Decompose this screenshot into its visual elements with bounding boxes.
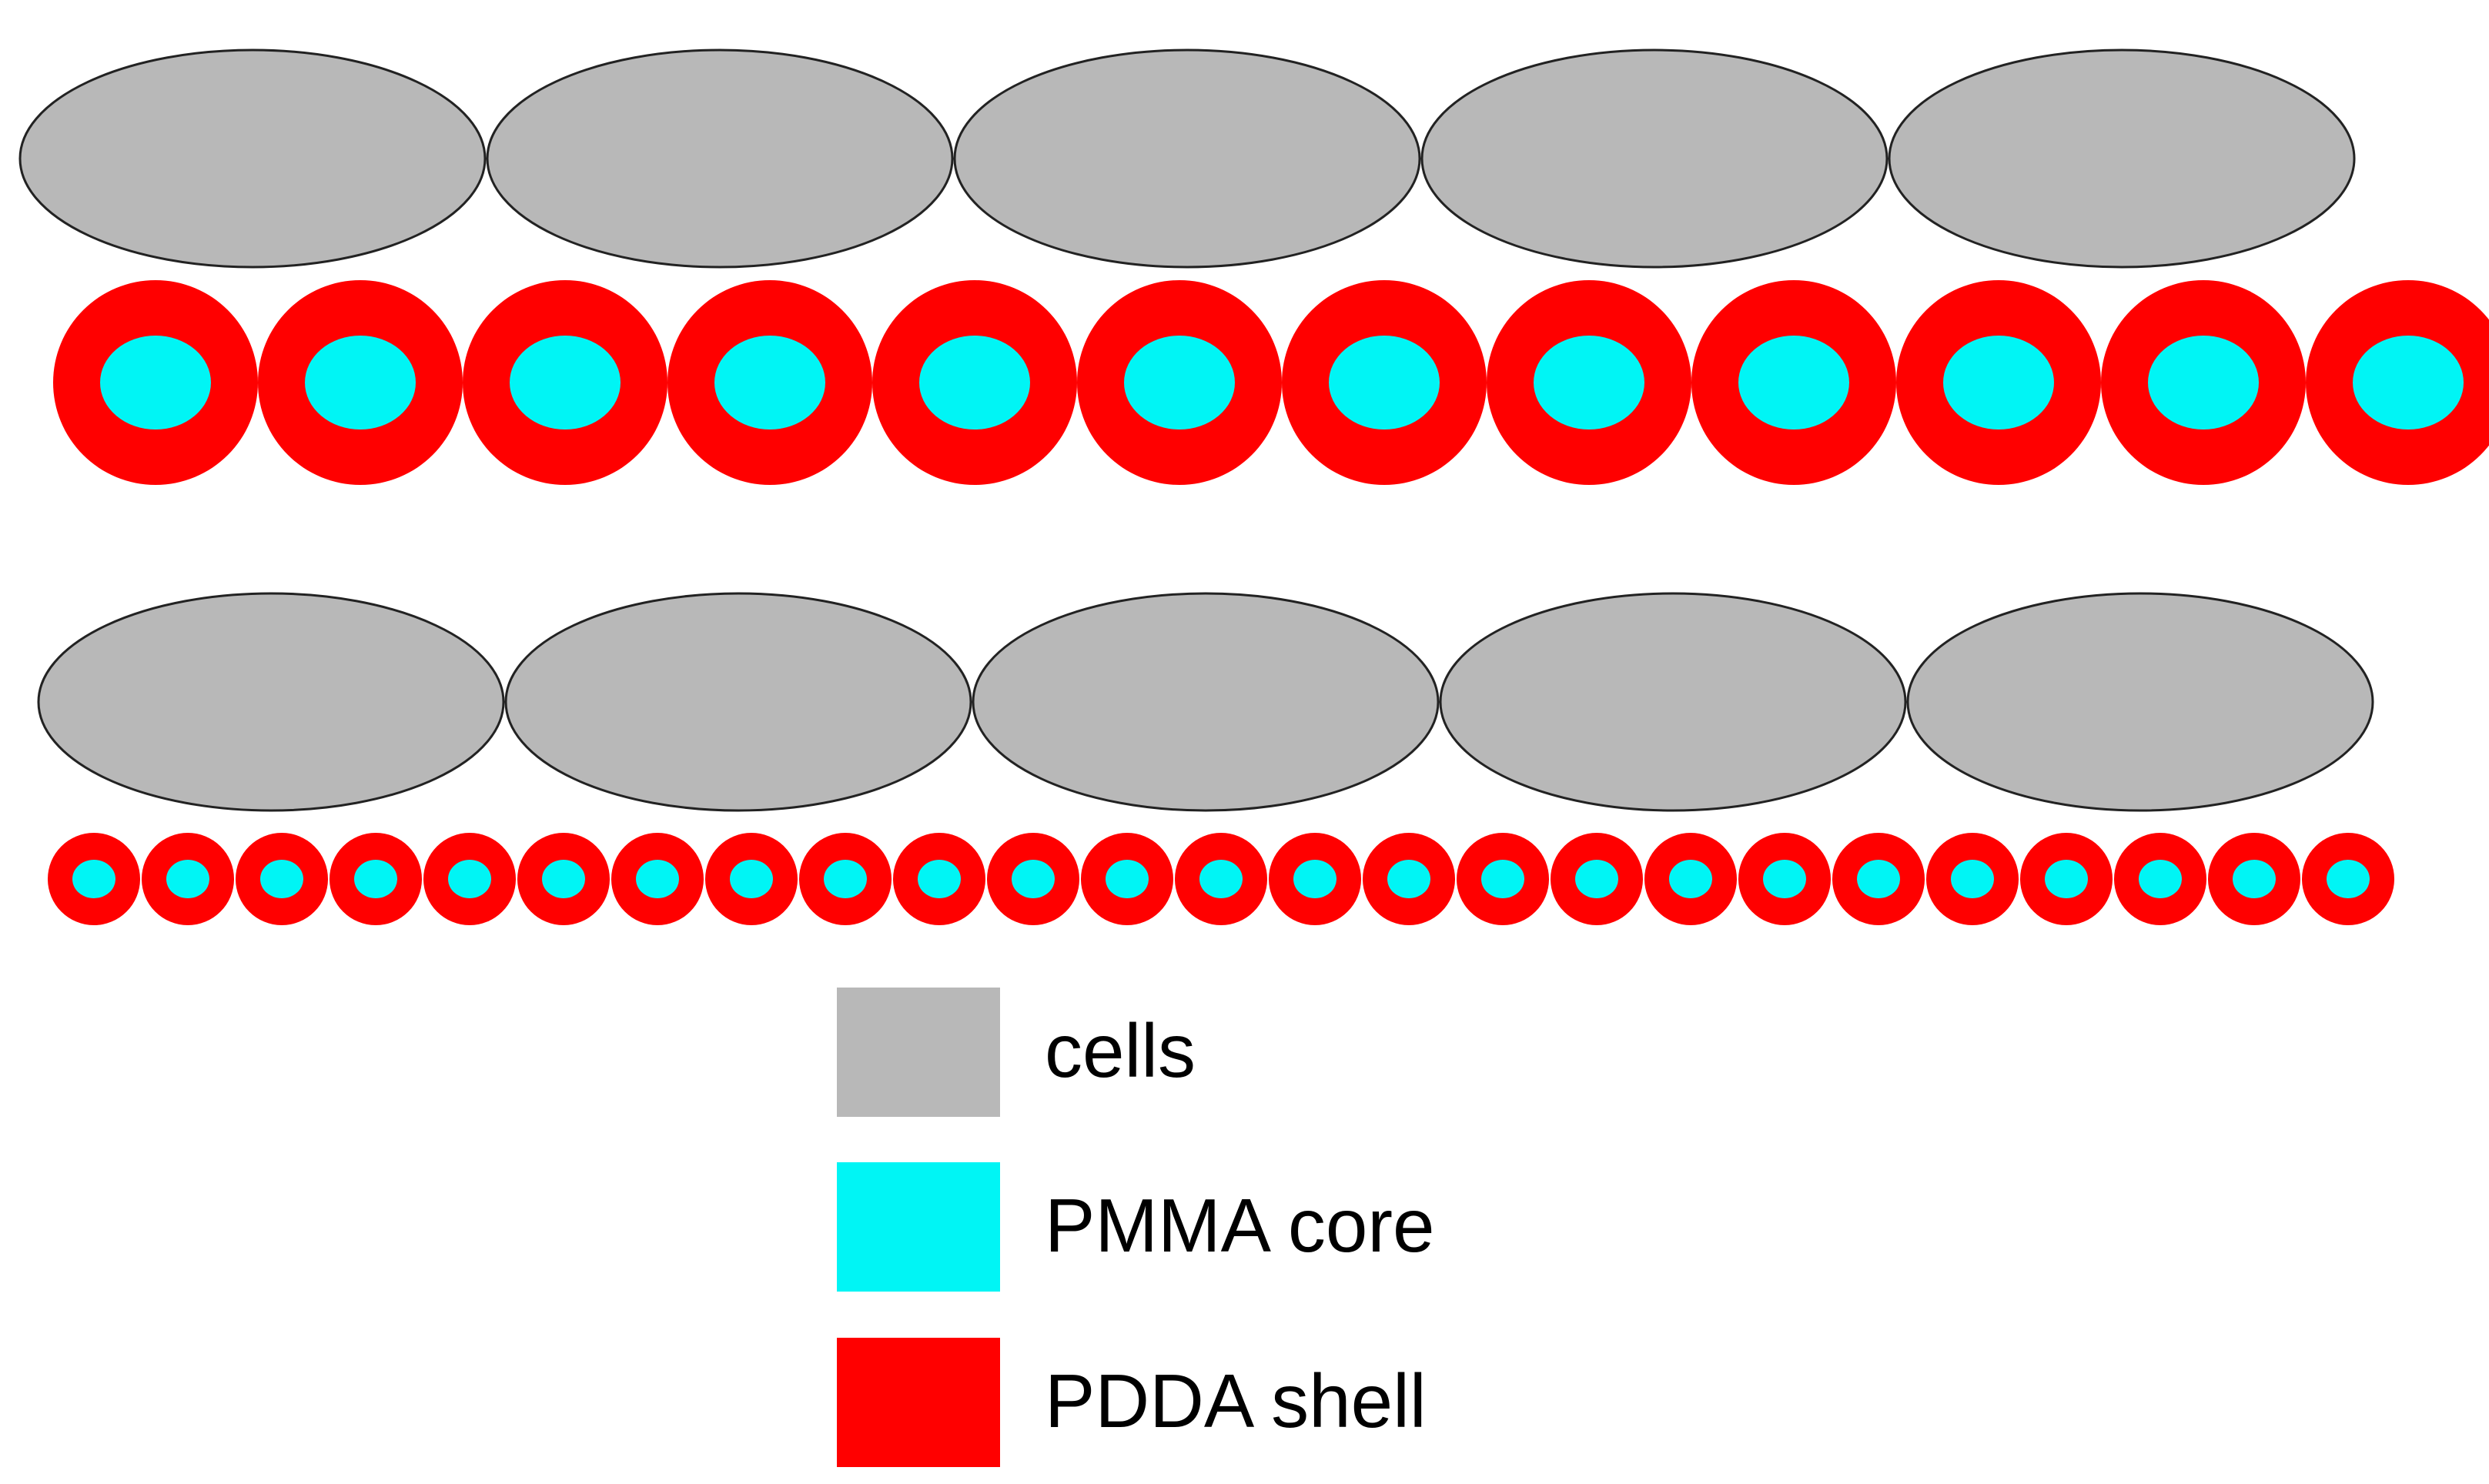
pmma-core	[2045, 860, 2088, 898]
pdda-shell-swatch	[837, 1338, 1000, 1467]
legend-label-pdda-shell: PDDA shell	[1045, 1359, 1427, 1443]
pmma-core	[1943, 336, 2054, 429]
pmma-core	[72, 860, 115, 898]
core-shell-particle	[53, 280, 258, 485]
pmma-core	[166, 860, 209, 898]
cell-ellipse	[972, 592, 1440, 812]
legend-item-pmma-core: PMMA core	[837, 1162, 1761, 1292]
pmma-core	[448, 860, 491, 898]
cell-ellipse	[37, 592, 505, 812]
pmma-core	[1387, 860, 1430, 898]
pmma-core	[1293, 860, 1336, 898]
core-shell-particle	[1926, 833, 2019, 925]
cell-ellipse	[953, 48, 1421, 269]
core-shell-particle	[463, 280, 667, 485]
pmma-core	[260, 860, 303, 898]
core-shell-particle	[799, 833, 892, 925]
cell-ellipse	[1906, 592, 2374, 812]
pmma-core	[1106, 860, 1149, 898]
core-shell-particle	[705, 833, 798, 925]
pmma-core	[1329, 336, 1440, 429]
core-shell-particle	[1077, 280, 1282, 485]
pmma-core	[542, 860, 585, 898]
pmma-core	[1738, 336, 1849, 429]
pmma-core	[2353, 336, 2464, 429]
core-shell-particle	[1551, 833, 1643, 925]
pmma-core	[1951, 860, 1994, 898]
legend-item-pdda-shell: PDDA shell	[837, 1338, 1761, 1467]
cell-ellipse	[486, 48, 954, 269]
pmma-core	[354, 860, 397, 898]
pmma-core	[100, 336, 211, 429]
row-2-particles	[48, 833, 2394, 925]
core-shell-particle	[1175, 833, 1267, 925]
core-shell-particle	[2114, 833, 2206, 925]
core-shell-particle	[1363, 833, 1455, 925]
core-shell-particle	[142, 833, 234, 925]
core-shell-particle	[2302, 833, 2394, 925]
cell-ellipse	[1439, 592, 1907, 812]
pmma-core	[1481, 860, 1524, 898]
cell-ellipse	[1888, 48, 2356, 269]
core-shell-particle	[1832, 833, 1925, 925]
row-1-particles	[53, 280, 2489, 485]
core-shell-particle	[611, 833, 704, 925]
pmma-core	[636, 860, 679, 898]
core-shell-particle	[1269, 833, 1361, 925]
core-shell-particle	[872, 280, 1077, 485]
core-shell-particle	[2306, 280, 2489, 485]
core-shell-particle	[1644, 833, 1737, 925]
pmma-core	[1124, 336, 1235, 429]
pmma-core	[510, 336, 621, 429]
pmma-core	[824, 860, 867, 898]
pmma-core	[1669, 860, 1712, 898]
pmma-core	[1199, 860, 1243, 898]
core-shell-particle	[48, 833, 140, 925]
core-shell-particle	[1896, 280, 2101, 485]
legend-item-cells: cells	[837, 988, 1761, 1117]
core-shell-particle	[423, 833, 516, 925]
pmma-core	[919, 336, 1030, 429]
core-shell-particle	[1282, 280, 1487, 485]
core-shell-particle	[1487, 280, 1691, 485]
pmma-core	[2233, 860, 2276, 898]
cell-ellipse	[504, 592, 972, 812]
pmma-core	[714, 336, 825, 429]
core-shell-particle	[2101, 280, 2306, 485]
pmma-core	[305, 336, 416, 429]
pmma-core-swatch	[837, 1162, 1000, 1292]
row-2-cells	[37, 592, 2374, 812]
core-shell-particle	[236, 833, 328, 925]
pmma-core	[1534, 336, 1644, 429]
pmma-core	[1857, 860, 1900, 898]
core-shell-particle	[330, 833, 422, 925]
cell-ellipse	[18, 48, 487, 269]
pmma-core	[730, 860, 773, 898]
pmma-core	[1575, 860, 1618, 898]
legend-label-cells: cells	[1045, 1008, 1196, 1093]
core-shell-particle	[2020, 833, 2113, 925]
pmma-core	[918, 860, 961, 898]
core-shell-particle	[987, 833, 1079, 925]
legend-label-pmma-core: PMMA core	[1045, 1183, 1435, 1268]
core-shell-particle	[1457, 833, 1549, 925]
core-shell-particle	[1081, 833, 1173, 925]
core-shell-particle	[517, 833, 610, 925]
pmma-core	[2327, 860, 2370, 898]
pmma-core	[2139, 860, 2182, 898]
core-shell-particle	[667, 280, 872, 485]
core-shell-particle	[2208, 833, 2300, 925]
core-shell-particle	[893, 833, 985, 925]
core-shell-particle	[1738, 833, 1831, 925]
pmma-core	[1012, 860, 1055, 898]
cells-swatch	[837, 988, 1000, 1117]
row-1-cells	[18, 48, 2356, 269]
pmma-core	[1763, 860, 1806, 898]
core-shell-particle	[258, 280, 463, 485]
cell-ellipse	[1420, 48, 1888, 269]
core-shell-particle	[1691, 280, 1896, 485]
pmma-core	[2148, 336, 2259, 429]
